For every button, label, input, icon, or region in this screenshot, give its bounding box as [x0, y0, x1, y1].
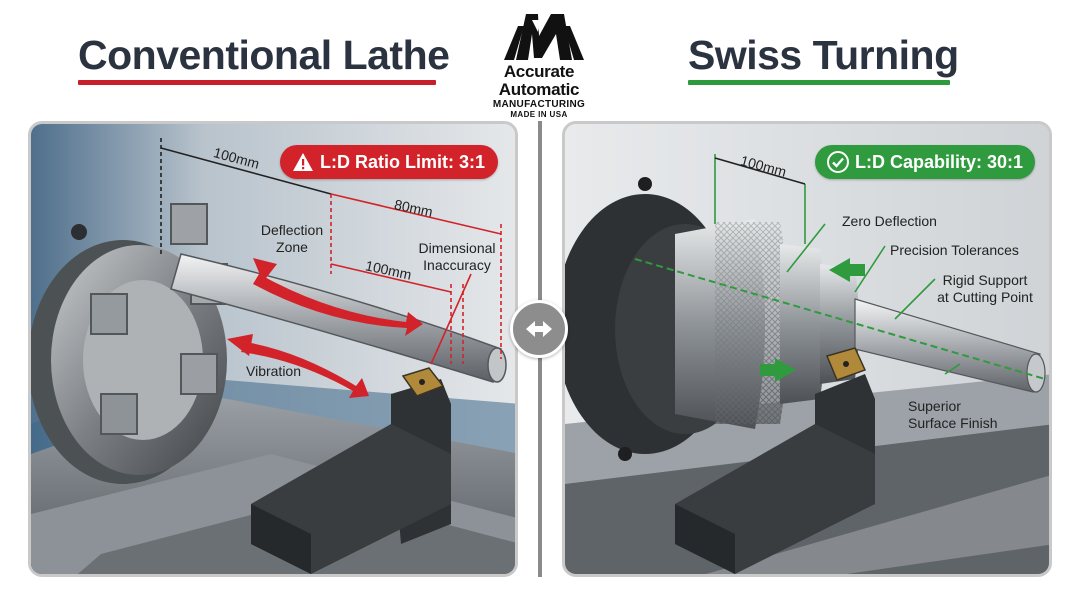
swiss-turning-illustration [565, 124, 1049, 574]
company-logo: Accurate Automatic MANUFACTURING MADE IN… [474, 8, 604, 119]
deflection-line-2: Zone [276, 239, 308, 255]
inaccuracy-line-1: Dimensional [418, 240, 496, 256]
dimensional-inaccuracy-label: Dimensional Inaccuracy [412, 240, 502, 274]
logo-emblem-icon [504, 14, 584, 60]
ld-ratio-limit-text: L:D Ratio Limit: 3:1 [320, 152, 485, 172]
rigid-support-label: Rigid Support at Cutting Point [930, 272, 1040, 306]
warning-icon [293, 153, 313, 171]
deflection-zone-label: Deflection Zone [252, 222, 332, 256]
logo-line-1: Accurate [503, 62, 575, 81]
surface-finish-label: Superior Surface Finish [908, 398, 997, 432]
conventional-lathe-title: Conventional Lathe [78, 32, 450, 78]
conventional-title-underline [78, 80, 436, 85]
rigid-line-2: at Cutting Point [937, 289, 1033, 305]
check-circle-icon [827, 151, 849, 173]
finish-line-2: Surface Finish [908, 415, 998, 431]
finish-line-1: Superior [908, 398, 961, 414]
zero-deflection-label: Zero Deflection [842, 213, 937, 229]
swiss-turning-title: Swiss Turning [688, 32, 959, 78]
ld-capability-text: L:D Capability: 30:1 [855, 152, 1024, 172]
conventional-lathe-panel [28, 121, 518, 577]
ld-capability-badge: L:D Capability: 30:1 [815, 145, 1035, 179]
swiss-title-underline [688, 80, 950, 85]
logo-line-3: MANUFACTURING [492, 99, 586, 110]
swap-arrows-icon [510, 300, 568, 358]
swiss-turning-panel [562, 121, 1052, 577]
ld-ratio-limit-badge: L:D Ratio Limit: 3:1 [280, 145, 498, 179]
logo-line-2: Automatic [498, 80, 580, 99]
precision-tolerances-label: Precision Tolerances [890, 242, 1019, 258]
logo-line-4: MADE IN USA [510, 110, 568, 119]
rigid-line-1: Rigid Support [942, 272, 1028, 288]
conventional-lathe-illustration [31, 124, 515, 574]
deflection-line-1: Deflection [260, 222, 324, 238]
inaccuracy-line-2: Inaccuracy [423, 257, 491, 273]
vibration-label: Vibration [246, 363, 302, 379]
